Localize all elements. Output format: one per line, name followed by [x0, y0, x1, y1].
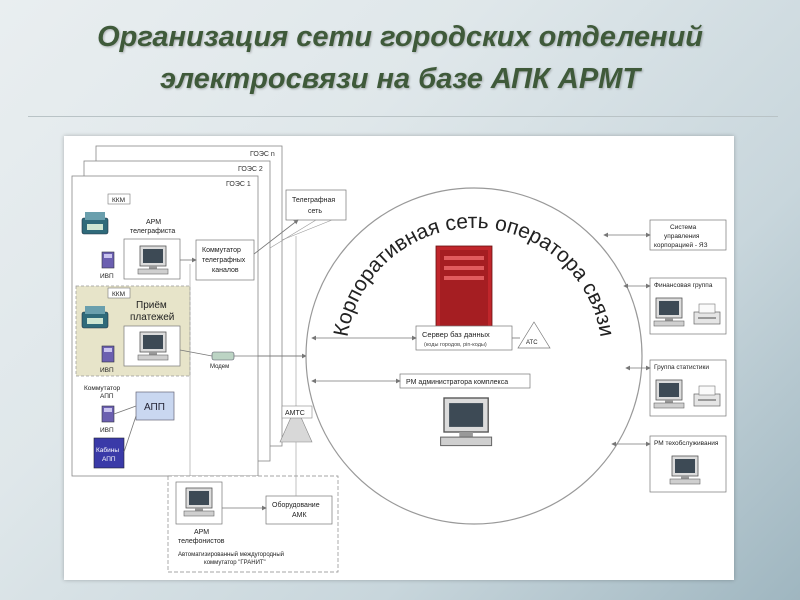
db-server-label-1: Сервер баз данных — [422, 330, 490, 339]
kkm-top-label: ККМ — [112, 197, 125, 204]
admin-computer-icon — [439, 397, 493, 447]
title-line-1: Организация сети городских отделений — [97, 21, 703, 53]
granit-label-1: Автоматизированный междугородный — [178, 551, 284, 558]
app-label: АПП — [144, 402, 165, 413]
telegraph-switch-label-3: каналов — [212, 267, 239, 274]
telegraph-terminal-icon — [81, 211, 109, 235]
payments-label-1: Приём — [136, 300, 167, 311]
maintenance-workstation-label: РМ техобслуживания — [654, 439, 719, 447]
payment-terminal-icon — [81, 305, 109, 329]
ivp-device-icon — [101, 251, 115, 269]
booth-label-2: АПП — [102, 456, 116, 463]
kkm-mid-label: ККМ — [112, 291, 125, 298]
ivp-label: ИВП — [100, 427, 114, 434]
network-diagram: ГОЭС n ГОЭС 2 ГОЭС 1 ККМ АРМ телеграфист… — [71, 145, 727, 573]
ats-label: АТС — [526, 340, 538, 346]
corporate-network-ring — [305, 187, 643, 525]
management-system-label-2: управления — [664, 233, 700, 240]
arm-phone-label-2: телефонистов — [178, 538, 225, 545]
phone-booth-icon — [93, 437, 125, 469]
db-server-box — [415, 325, 513, 351]
computer-icon — [669, 455, 701, 485]
management-system-label-3: корпорацией - ЯЗ — [654, 241, 708, 249]
db-server-label-2: (коды городов, pin-коды) — [424, 342, 487, 348]
kkm-top-box — [107, 193, 131, 205]
title-line-2: электросвязи на базе АПК АРМТ — [159, 63, 641, 95]
ats-icon — [517, 321, 551, 349]
amts-box — [281, 405, 313, 419]
app-switch-label-2: АПП — [100, 393, 114, 400]
ivp-label: ИВП — [100, 367, 114, 374]
goes-1-label: ГОЭС 1 — [226, 181, 251, 188]
app-switch-label-1: Коммутатор — [84, 385, 121, 392]
ivp-device-icon — [101, 405, 115, 423]
telegraph-switch-label-1: Коммутатор — [202, 247, 241, 254]
ivp-label: ИВП — [100, 273, 114, 280]
arm-telegraph-label-2: телеграфиста — [130, 228, 175, 235]
management-system-label-1: Система — [670, 224, 697, 231]
computer-icon — [653, 379, 685, 409]
page-title: Организация сети городских отделений эле… — [0, 16, 800, 100]
modem-label: Модем — [210, 364, 229, 370]
computer-icon — [183, 487, 215, 517]
granit-label-2: коммутатор "ГРАНИТ" — [204, 560, 266, 566]
amk-label-1: Оборудование — [272, 501, 320, 509]
management-system-box — [649, 219, 727, 251]
amk-box — [265, 495, 333, 525]
ivp-device-icon — [101, 345, 115, 363]
title-divider — [28, 116, 778, 117]
telegraph-switch-box — [195, 239, 255, 281]
computer-icon — [653, 297, 685, 327]
booth-label-1: Кабины — [96, 446, 119, 454]
goes-n-label: ГОЭС n — [250, 151, 275, 158]
telegraph-network-box — [285, 189, 347, 221]
telegraph-switch-label-2: телеграфных — [202, 257, 246, 264]
finance-group-label: Финансовая группа — [654, 282, 713, 289]
arm-telegraph-label-1: АРМ — [146, 219, 161, 226]
payments-label-2: платежей — [130, 312, 174, 323]
modem-icon — [211, 351, 235, 361]
statistics-group-label: Группа статистики — [654, 364, 709, 371]
goes-2-label: ГОЭС 2 — [238, 166, 263, 173]
network-diagram-panel: ГОЭС n ГОЭС 2 ГОЭС 1 ККМ АРМ телеграфист… — [64, 136, 734, 580]
amk-label-2: АМК — [292, 512, 308, 519]
kkm-mid-box — [107, 287, 131, 299]
computer-icon — [137, 245, 169, 275]
admin-workstation-label: РМ администратора комплекса — [406, 379, 508, 386]
computer-icon — [137, 331, 169, 361]
telegraph-network-label-1: Телеграфная — [292, 197, 335, 204]
app-box — [135, 391, 175, 421]
arm-phone-label-1: АРМ — [194, 529, 209, 536]
amts-label: АМТС — [285, 410, 305, 417]
telegraph-network-label-2: сеть — [308, 208, 322, 215]
